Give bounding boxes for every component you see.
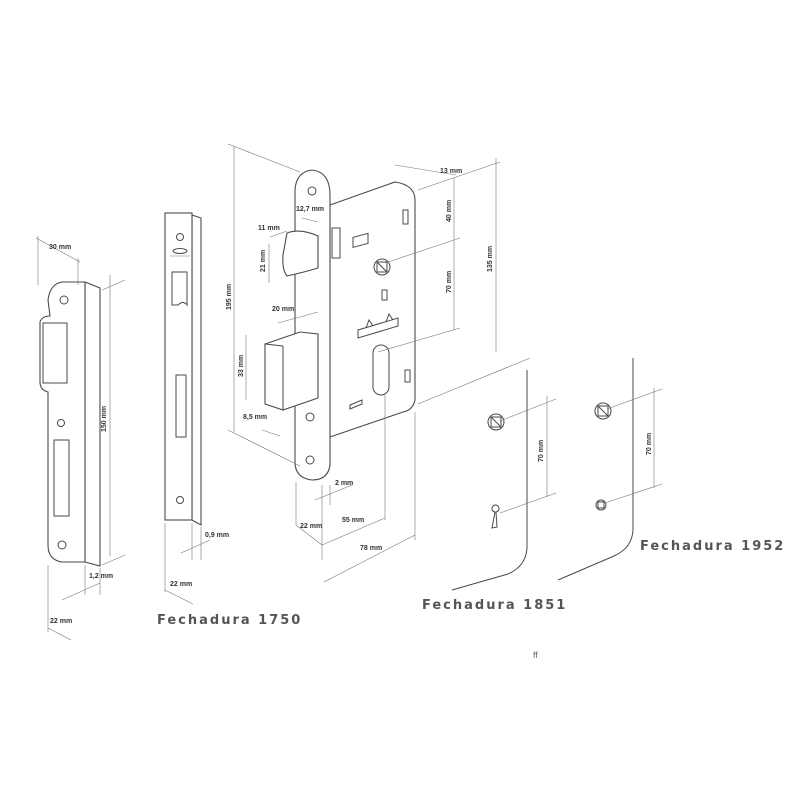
case-slot — [404, 369, 411, 383]
door-edge — [557, 358, 634, 581]
dim-bolt-offset: 8,5 mm — [243, 414, 267, 421]
escutcheon-1851: 70 mm Fechadura 1851 — [422, 370, 567, 613]
dim-strike-thickness: 1,2 mm — [89, 573, 113, 580]
dim-front-depth: 22 mm — [300, 523, 322, 530]
case-slot — [349, 399, 363, 410]
case-slot — [402, 209, 409, 225]
latch-slot — [171, 271, 188, 307]
strike-plate-side — [84, 281, 101, 567]
latch-bolt — [282, 230, 319, 277]
screw-hole — [57, 540, 67, 550]
lock-knob-icon — [595, 499, 607, 511]
screw-hole — [307, 186, 317, 196]
brand-logo — [172, 248, 188, 254]
screw-hole — [176, 496, 184, 504]
caption-1952: Fechadura 1952 — [640, 539, 785, 554]
dim-faceplate-thickness: 0,9 mm — [205, 532, 229, 539]
dim-strike-depth: 22 mm — [50, 618, 72, 625]
dim-total-height: 195 mm — [226, 284, 233, 310]
dim-spindle-to-key: 70 mm — [446, 271, 453, 293]
strike-plate-face — [39, 281, 86, 563]
dim-1952-center: 70 mm — [646, 433, 653, 455]
dim-faceplate-depth: 22 mm — [170, 581, 192, 588]
dead-bolt — [264, 331, 319, 411]
keyhole-icon — [491, 504, 500, 529]
caption-1851: Fechadura 1851 — [422, 598, 567, 613]
dim-body-thickness: 13 mm — [440, 168, 462, 175]
dim-latch-height: 21 mm — [260, 250, 267, 272]
faceplate-front — [164, 212, 193, 521]
door-edge — [451, 370, 528, 591]
lock-case — [329, 181, 416, 438]
spindle-square-icon — [376, 261, 388, 273]
faceplate-1750: 0,9 mm 22 mm Fechadura 1750 — [157, 212, 302, 628]
lock-faceplate — [294, 169, 331, 481]
spindle-icon — [594, 402, 612, 420]
lever-mechanism — [357, 317, 399, 339]
case-slot — [381, 289, 388, 301]
dim-strike-width: 30 mm — [49, 244, 71, 251]
case-slot — [331, 227, 341, 259]
dim-plate-thickness: 2 mm — [335, 480, 353, 487]
dim-backset: 55 mm — [342, 517, 364, 524]
strike-latch-opening — [42, 322, 68, 384]
case-window — [352, 232, 369, 249]
dim-body-height: 135 mm — [487, 246, 494, 272]
strike-bolt-opening — [53, 439, 70, 517]
screw-hole — [176, 233, 184, 241]
mortise-lock: 195 mm 12,7 mm 11 mm 21 mm 20 mm 33 mm 8… — [226, 143, 531, 583]
dim-top-to-spindle: 40 mm — [446, 200, 453, 222]
dim-faceplate-width: 12,7 mm — [296, 206, 324, 213]
spindle-hub — [373, 258, 391, 276]
dim-latch-depth: 11 mm — [258, 225, 280, 232]
escutcheon-1952: 70 mm Fechadura 1952 — [557, 358, 785, 581]
dim-bolt-height: 33 mm — [238, 355, 245, 377]
bolt-slot — [175, 374, 187, 438]
strike-plate: 30 mm 150 mm 1,2 mm 22 mm — [35, 236, 126, 641]
text-fragment: ff — [533, 650, 538, 660]
dim-body-depth: 78 mm — [360, 545, 382, 552]
spindle-icon — [487, 413, 505, 431]
screw-hole — [305, 455, 315, 465]
dim-bolt-depth: 20 mm — [272, 306, 294, 313]
faceplate-side — [191, 214, 202, 526]
caption-1750: Fechadura 1750 — [157, 613, 302, 628]
dim-1851-center: 70 mm — [538, 440, 545, 462]
screw-hole — [305, 412, 315, 422]
screw-hole — [57, 419, 65, 427]
dim-strike-height: 150 mm — [101, 406, 108, 432]
cylinder-opening — [372, 344, 390, 396]
screw-hole — [59, 295, 69, 305]
